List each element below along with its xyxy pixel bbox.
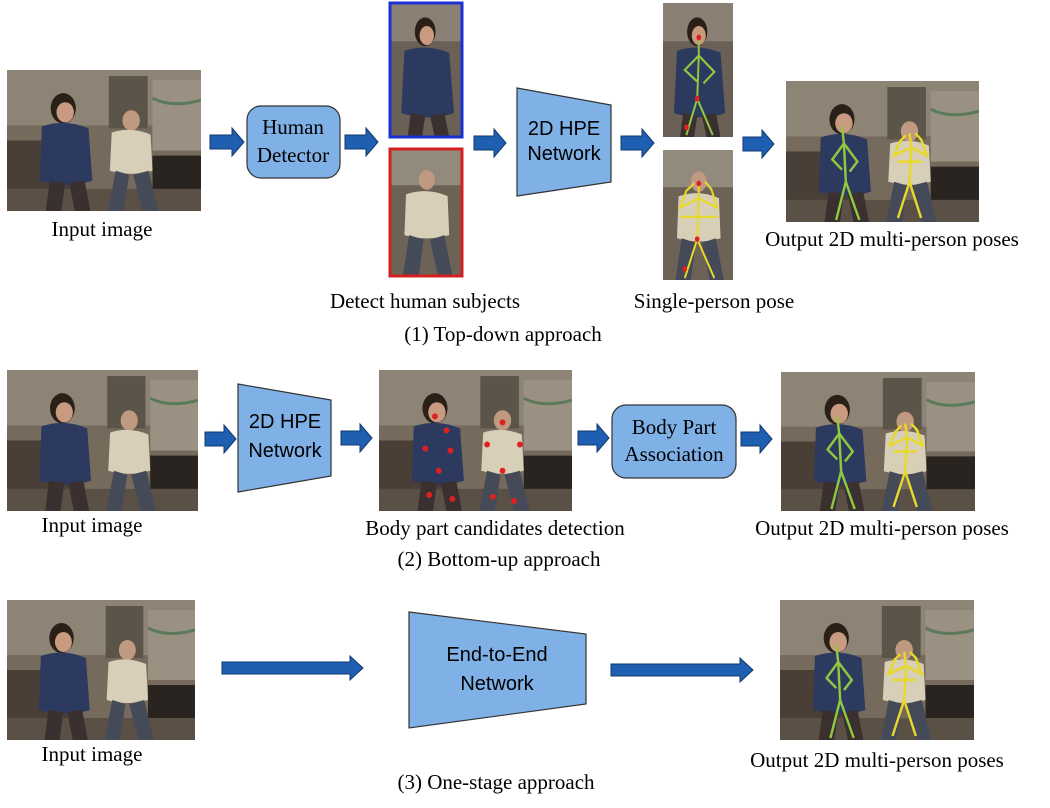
human-detector-label-2: Detector: [257, 143, 329, 167]
single-person-pose-top: [663, 3, 733, 137]
top-down-section-title: (1) Top-down approach: [404, 322, 602, 346]
arrow: [742, 128, 775, 160]
arrow: [740, 423, 773, 455]
detected-subject-red-crop: [390, 149, 462, 276]
human-detector-box: [246, 105, 341, 179]
bottom-up-section-title: (2) Bottom-up approach: [398, 547, 601, 571]
one-stage-output-caption: Output 2D multi-person poses: [750, 748, 1004, 772]
end-to-end-label-1: End-to-End: [446, 644, 547, 666]
arrow: [344, 126, 379, 158]
bottom-up-input-image: [7, 370, 198, 511]
end-to-end-network-shape: [408, 611, 587, 729]
bottom-up-network-label-1: 2D HPE: [249, 411, 321, 433]
arrow: [610, 656, 754, 684]
bottom-up-network-label-2: Network: [248, 440, 322, 462]
top-down-network-label-2: Network: [527, 143, 601, 165]
end-to-end-label-2: Network: [460, 673, 534, 695]
top-down-output-image: [786, 81, 979, 222]
one-stage-output-image: [780, 600, 974, 740]
one-stage-input-image: [7, 600, 195, 740]
body-part-association-box: [611, 404, 737, 479]
arrow: [340, 422, 373, 454]
arrow: [209, 126, 245, 158]
body-part-candidates-caption: Body part candidates detection: [365, 516, 625, 540]
top-down-output-caption: Output 2D multi-person poses: [765, 227, 1019, 251]
single-person-pose-bottom: [663, 150, 733, 280]
association-label-2: Association: [624, 442, 724, 466]
single-person-pose-caption: Single-person pose: [634, 289, 794, 313]
bottom-up-input-caption: Input image: [42, 513, 143, 537]
top-down-hpe-network-shape: [516, 87, 612, 197]
top-down-input-caption: Input image: [52, 217, 153, 241]
bottom-up-output-image: [781, 372, 975, 511]
one-stage-section-title: (3) One-stage approach: [397, 770, 595, 794]
body-part-candidates-image: [379, 370, 572, 511]
human-detector-label-1: Human: [262, 115, 324, 139]
one-stage-input-caption: Input image: [42, 742, 143, 766]
bottom-up-hpe-network-shape: [237, 383, 332, 493]
arrow: [221, 654, 364, 682]
top-down-section: Input image Human Detector Detect human …: [7, 1, 1019, 346]
association-label-1: Body Part: [632, 415, 717, 439]
arrow: [204, 423, 237, 455]
arrow: [620, 127, 655, 159]
arrow: [577, 422, 610, 454]
blue-bounding-box: [388, 1, 464, 139]
bottom-up-output-caption: Output 2D multi-person poses: [755, 516, 1009, 540]
one-stage-section: Input image End-to-End Network Output 2D…: [7, 600, 1004, 794]
detected-subject-blue-crop: [390, 3, 462, 137]
bottom-up-section: Input image 2D HPE Network Body part can…: [7, 370, 1009, 571]
top-down-network-label-1: 2D HPE: [528, 118, 600, 140]
red-bounding-box: [388, 147, 464, 278]
top-down-input-image: [7, 70, 201, 211]
detect-human-subjects-caption: Detect human subjects: [330, 289, 520, 313]
arrow: [473, 127, 507, 159]
